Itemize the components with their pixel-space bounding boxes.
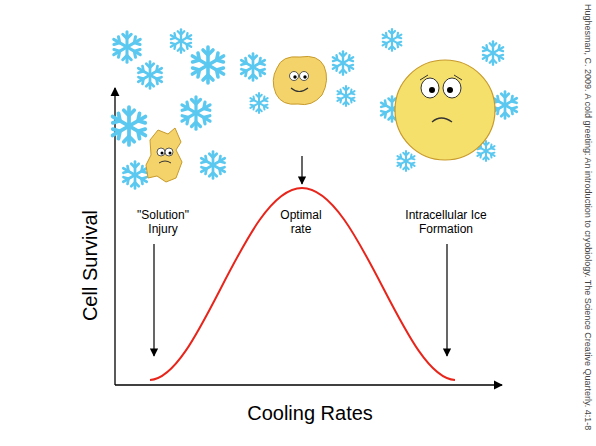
axis-title: Cooling Rates	[220, 402, 400, 425]
swollen-cell	[381, 29, 517, 171]
condition-label: Intracellular Ice Formation	[398, 208, 494, 236]
leader-arrow	[446, 244, 447, 356]
x-axis	[115, 384, 502, 385]
condition-label: "Solution" Injury	[131, 208, 195, 236]
leader-arrow	[301, 156, 302, 184]
leader-arrow	[153, 244, 154, 356]
shrunken-cell	[113, 29, 225, 188]
condition-label: Optimal rate	[272, 208, 330, 236]
optimal-cell	[241, 51, 354, 113]
axis-title: Cell Survival	[79, 185, 102, 345]
citation: Hughesman, C. 2009. A cold greeting: An …	[582, 4, 593, 440]
